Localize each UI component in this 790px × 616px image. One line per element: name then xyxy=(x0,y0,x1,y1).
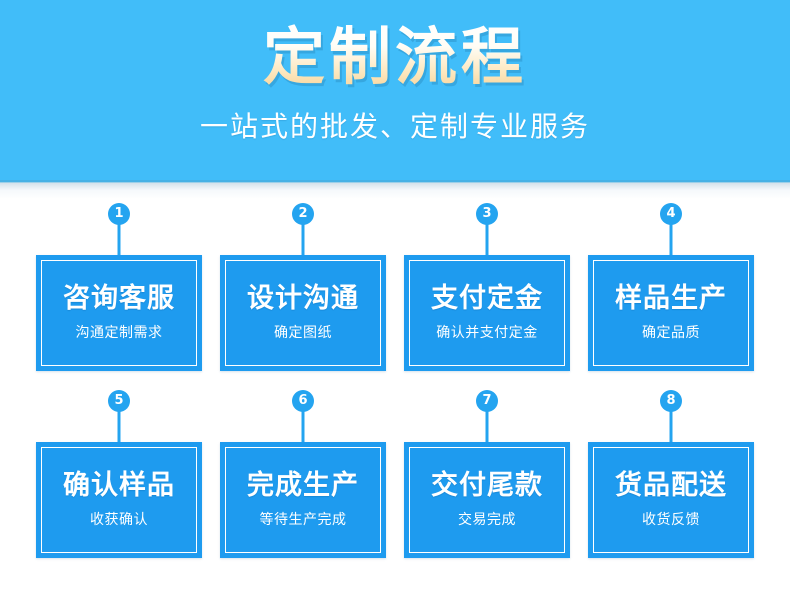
step-item-6[interactable]: 6 完成生产 等待生产完成 xyxy=(220,386,386,562)
steps-row-2: 5 确认样品 收获确认 6 完成生产 等待生产完成 xyxy=(0,386,790,576)
step-item-7[interactable]: 7 交付尾款 交易完成 xyxy=(404,386,570,562)
header-drop-shadow xyxy=(0,183,790,199)
header-banner: 定制流程 一站式的批发、定制专业服务 xyxy=(0,0,790,182)
step-badge-area-8: 8 xyxy=(588,386,754,445)
step-subtitle-4: 确定品质 xyxy=(642,323,700,340)
step-subtitle-6: 等待生产完成 xyxy=(259,510,347,527)
step-subtitle-1: 沟通定制需求 xyxy=(75,323,163,340)
step-connector-line-4 xyxy=(669,224,673,258)
step-item-1[interactable]: 1 咨询客服 沟通定制需求 xyxy=(36,199,202,375)
step-badge-area-6: 6 xyxy=(220,386,386,445)
page-subtitle: 一站式的批发、定制专业服务 xyxy=(199,111,590,143)
step-number-badge-8: 8 xyxy=(660,390,682,412)
step-number-badge-1: 1 xyxy=(108,203,130,225)
step-item-8[interactable]: 8 货品配送 收货反馈 xyxy=(588,386,754,562)
step-card-8[interactable]: 货品配送 收货反馈 xyxy=(588,442,754,558)
step-number-badge-2: 2 xyxy=(292,203,314,225)
step-item-4[interactable]: 4 样品生产 确定品质 xyxy=(588,199,754,375)
step-badge-area-4: 4 xyxy=(588,199,754,258)
step-subtitle-3: 确认并支付定金 xyxy=(436,323,538,340)
step-card-7[interactable]: 交付尾款 交易完成 xyxy=(404,442,570,558)
step-number-badge-3: 3 xyxy=(476,203,498,225)
step-connector-line-3 xyxy=(485,224,489,258)
step-card-5[interactable]: 确认样品 收获确认 xyxy=(36,442,202,558)
step-connector-line-2 xyxy=(301,224,305,258)
step-badge-area-1: 1 xyxy=(36,199,202,258)
step-number-badge-7: 7 xyxy=(476,390,498,412)
step-card-4[interactable]: 样品生产 确定品质 xyxy=(588,255,754,371)
step-card-1[interactable]: 咨询客服 沟通定制需求 xyxy=(36,255,202,371)
step-subtitle-8: 收货反馈 xyxy=(642,510,700,527)
step-title-2: 设计沟通 xyxy=(247,283,359,314)
step-number-badge-4: 4 xyxy=(660,203,682,225)
step-connector-line-8 xyxy=(669,411,673,445)
step-subtitle-5: 收获确认 xyxy=(90,510,148,527)
step-badge-area-5: 5 xyxy=(36,386,202,445)
step-connector-line-1 xyxy=(117,224,121,258)
header-bottom-edge xyxy=(0,180,790,183)
step-number-badge-6: 6 xyxy=(292,390,314,412)
step-badge-area-7: 7 xyxy=(404,386,570,445)
step-title-5: 确认样品 xyxy=(63,470,175,501)
step-title-7: 交付尾款 xyxy=(431,470,543,501)
step-subtitle-2: 确定图纸 xyxy=(274,323,332,340)
step-item-5[interactable]: 5 确认样品 收获确认 xyxy=(36,386,202,562)
step-card-2[interactable]: 设计沟通 确定图纸 xyxy=(220,255,386,371)
step-card-3[interactable]: 支付定金 确认并支付定金 xyxy=(404,255,570,371)
step-badge-area-2: 2 xyxy=(220,199,386,258)
steps-row-1: 1 咨询客服 沟通定制需求 2 设计沟通 确定图纸 xyxy=(0,199,790,389)
step-card-6[interactable]: 完成生产 等待生产完成 xyxy=(220,442,386,558)
step-title-3: 支付定金 xyxy=(431,283,543,314)
step-connector-line-7 xyxy=(485,411,489,445)
step-item-2[interactable]: 2 设计沟通 确定图纸 xyxy=(220,199,386,375)
step-badge-area-3: 3 xyxy=(404,199,570,258)
header-content: 定制流程 一站式的批发、定制专业服务 xyxy=(0,0,790,182)
step-connector-line-5 xyxy=(117,411,121,445)
step-title-8: 货品配送 xyxy=(615,470,727,501)
step-title-1: 咨询客服 xyxy=(63,283,175,314)
step-title-4: 样品生产 xyxy=(615,283,727,314)
step-number-badge-5: 5 xyxy=(108,390,130,412)
step-title-6: 完成生产 xyxy=(247,470,359,501)
step-subtitle-7: 交易完成 xyxy=(458,510,516,527)
steps-grid: 1 咨询客服 沟通定制需求 2 设计沟通 确定图纸 xyxy=(0,199,790,616)
step-item-3[interactable]: 3 支付定金 确认并支付定金 xyxy=(404,199,570,375)
page-title: 定制流程 xyxy=(262,23,527,92)
step-connector-line-6 xyxy=(301,411,305,445)
